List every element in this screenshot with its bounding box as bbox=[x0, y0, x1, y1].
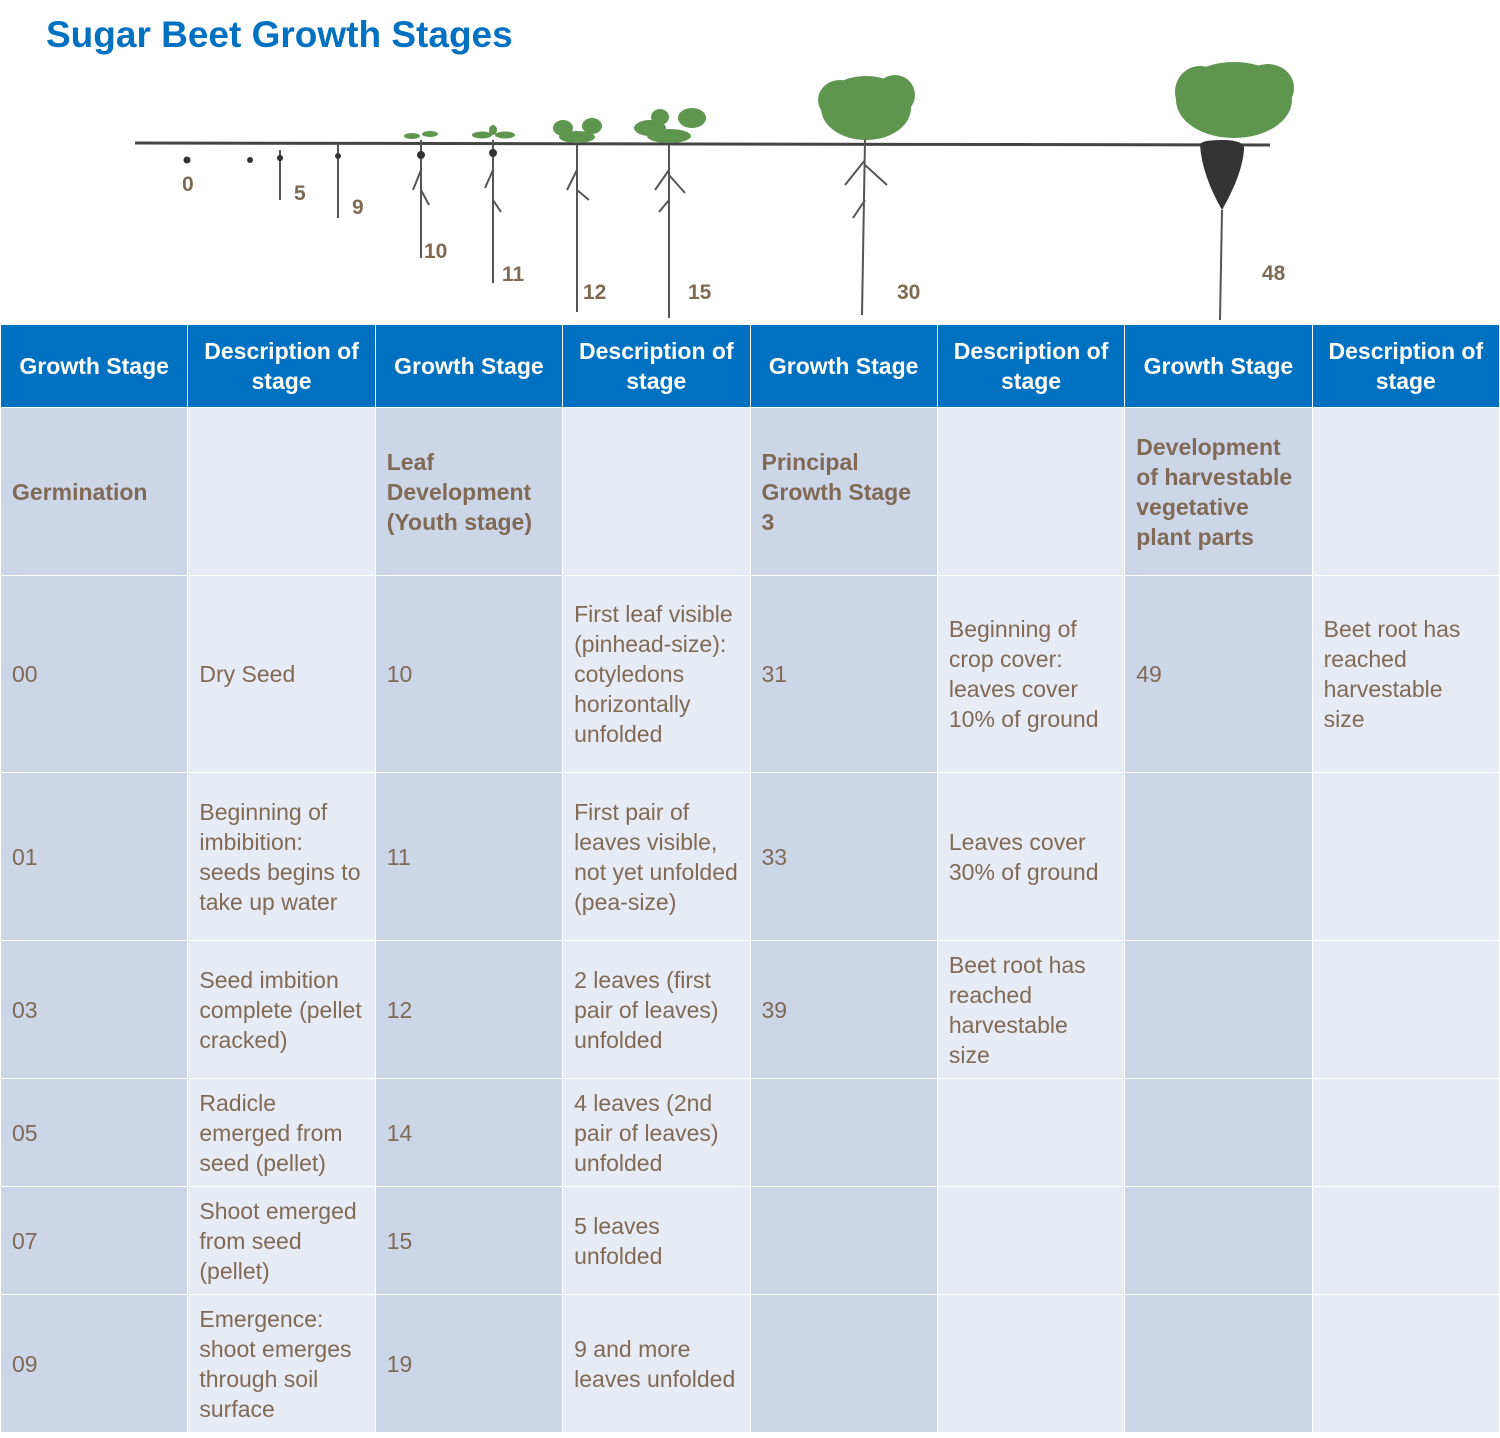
column-header-growth-stage: Growth Stage bbox=[374, 324, 564, 408]
column-header-growth-stage: Growth Stage bbox=[749, 324, 938, 408]
growth-stage-cell: 11 bbox=[374, 772, 564, 941]
growth-stage-cell: 31 bbox=[749, 575, 938, 773]
growth-stage-cell bbox=[1124, 1186, 1313, 1295]
growth-stage-cell: 33 bbox=[749, 772, 938, 941]
description-cell bbox=[1311, 772, 1500, 941]
description-cell bbox=[1311, 940, 1500, 1079]
growth-stage-cell bbox=[1124, 1078, 1313, 1187]
column-header-growth-stage: Growth Stage bbox=[1124, 324, 1313, 408]
column-header-growth-stage: Growth Stage bbox=[0, 324, 189, 408]
growth-stage-cell: 15 bbox=[374, 1186, 564, 1295]
stage-label-0: 0 bbox=[182, 173, 194, 196]
soil-line bbox=[134, 141, 1271, 147]
description-cell: 4 leaves (2nd pair of leaves) unfolded bbox=[562, 1078, 751, 1187]
stage-label-30: 30 bbox=[897, 281, 921, 304]
growth-stage-cell bbox=[1124, 772, 1313, 941]
growth-stage-cell: 14 bbox=[374, 1078, 564, 1187]
description-cell: Seed imbition complete (pellet cracked) bbox=[187, 940, 376, 1079]
description-cell bbox=[936, 1078, 1126, 1187]
description-cell bbox=[1311, 1294, 1500, 1433]
description-cell: First leaf visible (pinhead-size): cotyl… bbox=[562, 575, 751, 773]
growth-stage-cell: 07 bbox=[0, 1186, 189, 1295]
description-cell: Beet root has reached harvestable size bbox=[1311, 575, 1500, 773]
stage-label-10: 10 bbox=[424, 240, 448, 263]
growth-stage-cell: 19 bbox=[374, 1294, 564, 1433]
description-cell: 2 leaves (first pair of leaves) unfolded bbox=[562, 940, 751, 1079]
description-cell: Emergence: shoot emerges through soil su… bbox=[187, 1294, 376, 1433]
growth-stage-cell: Germination bbox=[0, 407, 189, 576]
description-cell: Beginning of imbibition: seeds begins to… bbox=[187, 772, 376, 941]
description-cell: Shoot emerged from seed (pellet) bbox=[187, 1186, 376, 1295]
growth-stage-cell: 39 bbox=[749, 940, 938, 1079]
description-cell: 9 and more leaves unfolded bbox=[562, 1294, 751, 1433]
column-header-description: Description of stage bbox=[562, 324, 751, 408]
growth-stage-cell: 00 bbox=[0, 575, 189, 773]
column-header-description: Description of stage bbox=[187, 324, 376, 408]
growth-stage-illustration bbox=[134, 62, 1294, 321]
page-title: Sugar Beet Growth Stages bbox=[46, 14, 513, 55]
growth-stage-cell: 49 bbox=[1124, 575, 1313, 773]
stage-label-11: 11 bbox=[502, 263, 525, 286]
growth-stage-cell: 09 bbox=[0, 1294, 189, 1433]
growth-stage-cell bbox=[749, 1294, 938, 1433]
description-cell bbox=[936, 407, 1126, 576]
growth-stage-cell: 12 bbox=[374, 940, 564, 1079]
description-cell bbox=[936, 1186, 1126, 1295]
description-cell bbox=[1311, 1078, 1500, 1187]
stage-label-9: 9 bbox=[352, 196, 364, 219]
description-cell: Beet root has reached harvestable size bbox=[936, 940, 1126, 1079]
growth-stage-cell: Development of harvestable vegetative pl… bbox=[1124, 407, 1313, 576]
growth-stage-cell: Leaf Development (Youth stage) bbox=[374, 407, 564, 576]
growth-stage-cell: 03 bbox=[0, 940, 189, 1079]
principal-stage-row: Germination Leaf Development (Youth stage… bbox=[0, 407, 1500, 576]
growth-stage-cell bbox=[1124, 1294, 1313, 1433]
description-cell: First pair of leaves visible, not yet un… bbox=[562, 772, 751, 941]
column-header-description: Description of stage bbox=[1311, 324, 1500, 408]
stage-label-48: 48 bbox=[1262, 262, 1286, 285]
description-cell: Radicle emerged from seed (pellet) bbox=[187, 1078, 376, 1187]
description-cell: Dry Seed bbox=[187, 575, 376, 773]
stage-label-15: 15 bbox=[688, 281, 712, 304]
description-cell bbox=[187, 407, 376, 576]
stage-label-12: 12 bbox=[583, 281, 607, 304]
description-cell bbox=[1311, 1186, 1500, 1295]
growth-stage-cell: 01 bbox=[0, 772, 189, 941]
description-cell: Leaves cover 30% of ground bbox=[936, 772, 1126, 941]
growth-stage-cell bbox=[749, 1078, 938, 1187]
description-cell bbox=[936, 1294, 1126, 1433]
growth-stage-cell: Principal Growth Stage 3 bbox=[749, 407, 938, 576]
column-header-description: Description of stage bbox=[936, 324, 1126, 408]
stage-label-5: 5 bbox=[294, 182, 306, 205]
description-cell bbox=[562, 407, 751, 576]
growth-stage-cell: 10 bbox=[374, 575, 564, 773]
growth-stage-cell bbox=[749, 1186, 938, 1295]
description-cell: Beginning of crop cover: leaves cover 10… bbox=[936, 575, 1126, 773]
description-cell: 5 leaves unfolded bbox=[562, 1186, 751, 1295]
growth-stage-cell bbox=[1124, 940, 1313, 1079]
growth-stage-cell: 05 bbox=[0, 1078, 189, 1187]
description-cell bbox=[1311, 407, 1500, 576]
